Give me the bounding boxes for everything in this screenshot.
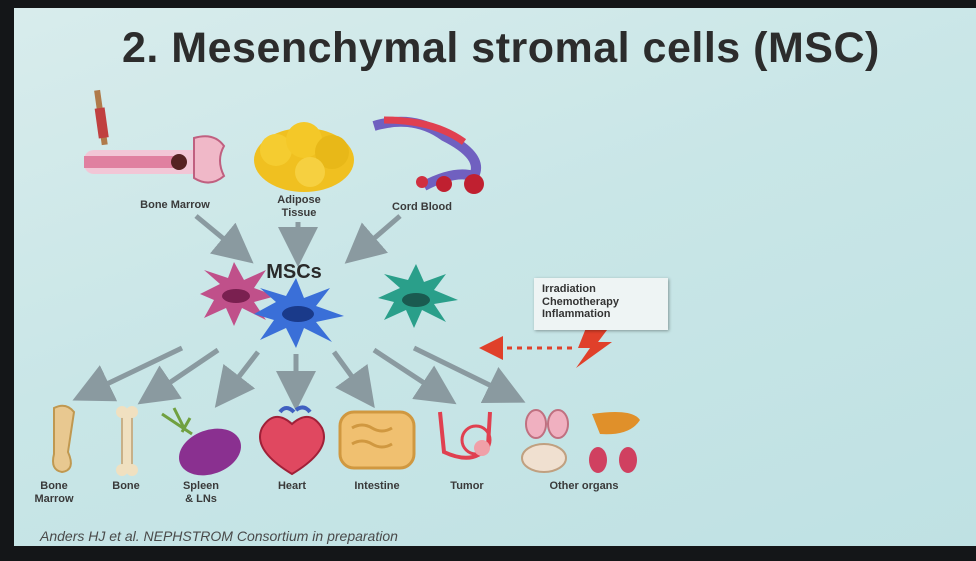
heart-target-image xyxy=(259,405,325,476)
target-label-spleen-line2: & LNs xyxy=(185,493,217,505)
target-arrows xyxy=(72,345,526,411)
tumor-target-image xyxy=(438,411,492,460)
stressors-box: Irradiation Chemotherapy Inflammation xyxy=(534,278,668,330)
source-label-adipose-line1: Adipose xyxy=(277,194,321,206)
bone-target-image xyxy=(116,406,138,476)
target-label-intestine: Intestine xyxy=(354,480,400,492)
target-label-bone: Bone xyxy=(112,480,140,492)
cord-blood-image xyxy=(372,116,484,194)
slide: 2. Mesenchymal stromal cells (MSC) Bone … xyxy=(14,8,976,546)
stress-lightning-icon xyxy=(576,326,612,368)
target-label-spleen: Spleen & LNs xyxy=(174,480,228,506)
target-label-bone-marrow: Bone Marrow xyxy=(28,480,80,506)
bone-marrow-source-image xyxy=(84,89,226,184)
target-label-tumor: Tumor xyxy=(450,480,484,492)
source-label-cord-blood: Cord Blood xyxy=(392,201,452,213)
target-label-heart: Heart xyxy=(277,480,307,492)
stressor-item: Irradiation xyxy=(542,283,596,295)
target-label-bone-marrow-line2: Marrow xyxy=(34,493,74,505)
spleen-target-image xyxy=(161,407,241,476)
intestine-target-image xyxy=(338,410,416,470)
diagram-graphics xyxy=(52,89,640,476)
slide-title: 2. Mesenchymal stromal cells (MSC) xyxy=(122,24,880,72)
msc-label: MSCs xyxy=(266,261,322,283)
target-label-spleen-line1: Spleen xyxy=(182,480,220,492)
bone-marrow-target-image xyxy=(52,404,76,474)
stressor-item: Chemotherapy xyxy=(542,295,620,308)
source-label-bone-marrow: Bone Marrow xyxy=(140,199,210,211)
source-label-adipose-line2: Tissue xyxy=(281,207,317,219)
stressor-item: Inflammation xyxy=(542,308,611,320)
target-label-other-organs: Other organs xyxy=(549,480,619,492)
target-label-bone-marrow-line1: Bone xyxy=(40,480,68,492)
other-organs-image xyxy=(521,409,640,473)
msc-cells-image xyxy=(200,262,458,348)
source-arrows xyxy=(194,214,402,267)
adipose-tissue-image xyxy=(254,122,354,192)
source-label-adipose: Adipose Tissue xyxy=(254,194,344,220)
citation: Anders HJ et al. NEPHSTROM Consortium in… xyxy=(40,528,398,544)
